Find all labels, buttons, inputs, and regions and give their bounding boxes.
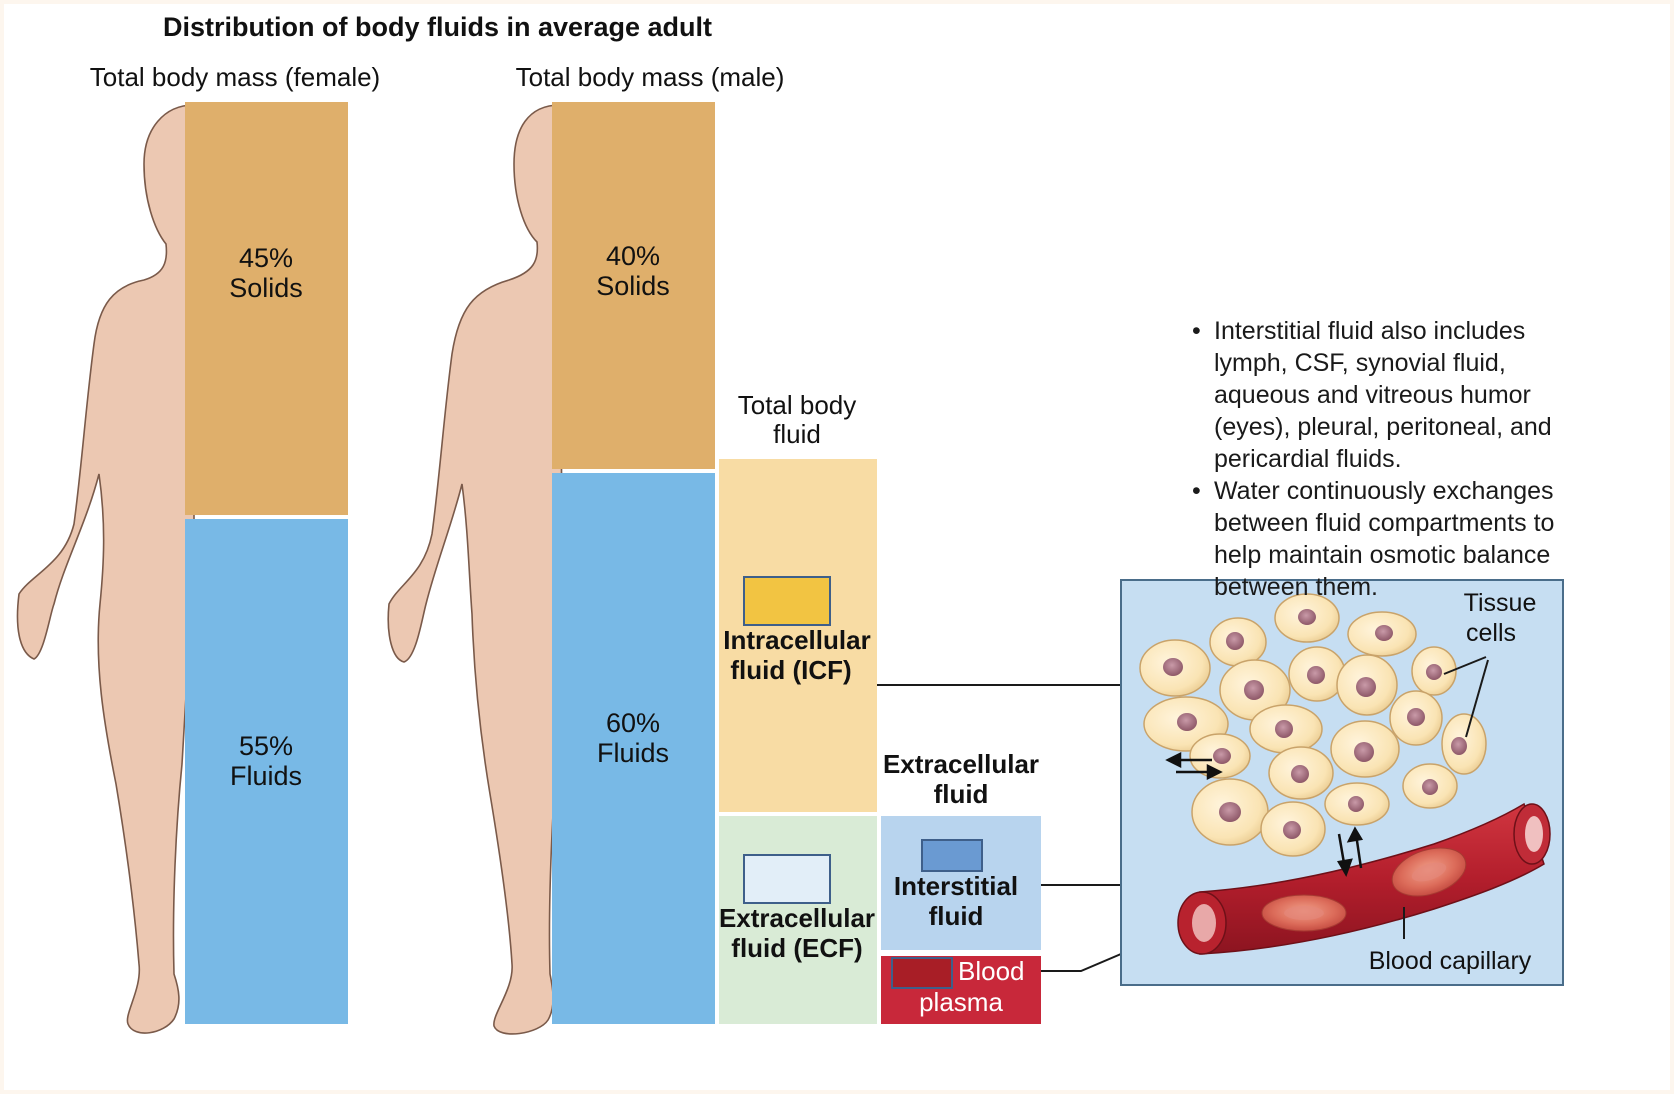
- female-fluids-pct: 55%: [238, 731, 294, 761]
- tissue-cell: [1389, 690, 1443, 746]
- plasma-swatch: [891, 957, 953, 989]
- figure-artwork: [16, 102, 1564, 1035]
- tissue-pointer-2: [1465, 659, 1489, 738]
- exchange-arrows-horizontal: [1165, 751, 1223, 781]
- tissue-cell: [1441, 713, 1487, 775]
- tissue-pointer-1: [1443, 656, 1487, 675]
- interstitial-label-line1: Interstitial: [893, 871, 1019, 901]
- bullet-icon: •: [1192, 477, 1201, 505]
- blood-capillary: [1177, 802, 1551, 955]
- tissue-cell: [1268, 746, 1334, 800]
- tissue-cell: [1324, 782, 1390, 826]
- female-fluids-label: Fluids: [229, 761, 303, 791]
- note-line: pericardial fluids.: [1214, 445, 1402, 473]
- tissue-cell: [1249, 704, 1323, 754]
- blood-capillary-label: Blood capillary: [1368, 947, 1532, 975]
- tissue-cell: [1288, 646, 1346, 702]
- tissue-cell: [1330, 720, 1400, 778]
- tbf-header-line1: Total body: [737, 390, 857, 420]
- male-fluids-pct: 60%: [605, 708, 661, 738]
- tissue-cell: [1336, 654, 1398, 716]
- plasma-label-line1: Blood: [958, 956, 1025, 986]
- tissue-cell: [1139, 639, 1211, 697]
- icf-label-line1: Intracellular: [723, 625, 871, 655]
- note-line: between fluid compartments to: [1214, 509, 1555, 537]
- tbf-header-line2: fluid: [773, 419, 821, 449]
- female-header: Total body mass (female): [89, 62, 381, 92]
- ecf-label-line1: Extracellular: [718, 903, 876, 933]
- ecf-breakdown-header-line1: Extracellular: [882, 749, 1040, 779]
- tissue-cell: [1260, 801, 1326, 857]
- note-line: between them.: [1214, 573, 1378, 601]
- male-header: Total body mass (male): [515, 62, 785, 92]
- tissue-cells-label-line2: cells: [1465, 619, 1517, 647]
- note-line: Interstitial fluid also includes: [1214, 317, 1526, 345]
- female-solids-label: Solids: [229, 273, 303, 303]
- tissue-cell: [1274, 593, 1340, 643]
- note-line: (eyes), pleural, peritoneal, and: [1214, 413, 1552, 441]
- male-solids-pct: 40%: [605, 241, 661, 271]
- icf-label-line2: fluid (ICF): [730, 655, 852, 685]
- ecf-block: [719, 816, 877, 1024]
- male-solids-bar: [552, 102, 715, 469]
- tissue-cell: [1347, 611, 1417, 657]
- female-solids-bar: [185, 102, 348, 515]
- note-item: • Water continuously exchanges between f…: [1192, 475, 1662, 603]
- ecf-label-line2: fluid (ECF): [731, 933, 863, 963]
- note-item: • Interstitial fluid also includes lymph…: [1192, 315, 1662, 475]
- female-silhouette: [16, 104, 195, 1034]
- male-solids-label: Solids: [596, 271, 670, 301]
- figure-title: Distribution of body fluids in average a…: [163, 12, 713, 42]
- female-fluids-bar: [185, 519, 348, 1024]
- note-line: lymph, CSF, synovial fluid,: [1214, 349, 1506, 377]
- icf-block: [719, 459, 877, 812]
- notes-list: • Interstitial fluid also includes lymph…: [1192, 315, 1662, 603]
- tissue-cell: [1189, 733, 1251, 779]
- note-line: Water continuously exchanges: [1214, 477, 1554, 505]
- interstitial-label-line2: fluid: [928, 901, 984, 931]
- icf-swatch: [743, 576, 831, 626]
- tissue-cells-label-line1: Tissue: [1463, 589, 1537, 617]
- tissue-cells: [1139, 593, 1487, 857]
- tissue-cell: [1411, 646, 1457, 696]
- tissue-cell: [1209, 617, 1267, 667]
- exchange-arrows-vertical: [1337, 826, 1364, 877]
- interstitial-block: [881, 816, 1041, 950]
- tissue-cell: [1191, 778, 1269, 846]
- tissue-cell: [1402, 763, 1458, 809]
- ecf-swatch: [743, 854, 831, 904]
- male-silhouette: [387, 104, 563, 1035]
- male-fluids-bar: [552, 473, 715, 1024]
- interstitial-swatch: [921, 839, 983, 872]
- note-line: help maintain osmotic balance: [1214, 541, 1551, 569]
- figure-canvas: Distribution of body fluids in average a…: [4, 4, 1670, 1090]
- female-solids-pct: 45%: [238, 243, 294, 273]
- note-line: aqueous and vitreous humor: [1214, 381, 1531, 409]
- plasma-label-line2: plasma: [919, 987, 1003, 1017]
- tissue-cell: [1219, 659, 1291, 721]
- bullet-icon: •: [1192, 317, 1201, 345]
- male-fluids-label: Fluids: [596, 738, 670, 768]
- ecf-breakdown-header-line2: fluid: [933, 779, 989, 809]
